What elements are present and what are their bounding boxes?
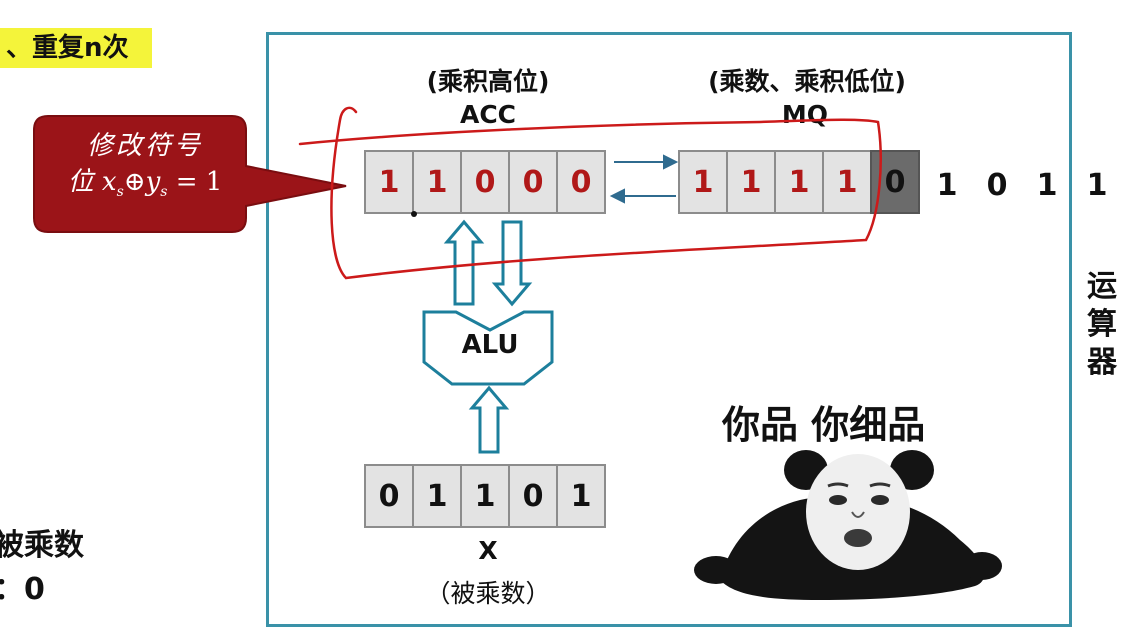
acc-bit: 0 <box>556 150 606 214</box>
x-bit: 1 <box>412 464 462 528</box>
shifted-bit: 1 <box>1036 168 1058 203</box>
callout-bubble <box>33 115 347 233</box>
caption-char: 运 <box>1087 269 1117 304</box>
x-to-alu-arrow <box>468 385 510 454</box>
arithmetic-unit-caption: 运 算 器 <box>1082 268 1122 382</box>
xor-symbol: ⊕ <box>123 167 146 197</box>
x-register: 0 1 1 0 1 <box>364 464 606 528</box>
red-annotation-loop <box>298 106 882 280</box>
mq-bit: 1 <box>678 150 728 214</box>
callout-suffix: = 1 <box>167 167 223 197</box>
step-heading: 、重复n次 <box>0 28 152 68</box>
shifted-bit: 0 <box>986 168 1008 203</box>
left-text-line-2: ：0 <box>0 572 45 607</box>
alu-label: ALU <box>461 330 519 360</box>
caption-char: 器 <box>1087 345 1117 380</box>
mq-bit: 1 <box>774 150 824 214</box>
x-bit: 1 <box>556 464 606 528</box>
meme-caption: 你品 你细品 <box>722 403 926 447</box>
callout-prefix: 位 x <box>67 167 117 197</box>
callout-line-2: 位 xs⊕ys = 1 <box>40 164 250 210</box>
shifted-bit: 1 <box>1086 168 1108 203</box>
panda-meme-face-icon <box>694 450 1002 600</box>
callout-sub-y: s <box>160 184 168 201</box>
acc-name: ACC <box>459 100 517 129</box>
acc-register: 1 1 0 0 0 <box>364 150 606 214</box>
x-name: X <box>478 536 498 565</box>
callout-y: y <box>145 167 161 197</box>
callout-text: 修改符号 位 xs⊕ys = 1 <box>40 128 250 210</box>
x-title: （被乘数） <box>425 579 551 608</box>
left-text-line-1: 被乘数 <box>0 528 84 563</box>
caption-char: 算 <box>1087 307 1117 342</box>
acc-to-alu-arrow <box>491 220 533 307</box>
alu-shape <box>422 310 554 386</box>
shifted-bit: 1 <box>936 168 958 203</box>
marker-dot <box>411 211 417 217</box>
callout-line-1: 修改符号 <box>86 131 203 161</box>
mq-name: MQ <box>781 100 829 129</box>
arithmetic-unit-frame <box>266 32 1072 627</box>
callout-sub-x: s <box>116 184 124 201</box>
transfer-arrows <box>609 154 679 204</box>
alu-to-acc-arrow <box>443 219 485 306</box>
x-bit: 1 <box>460 464 510 528</box>
mq-title: (乘数、乘积低位) <box>708 67 906 96</box>
mq-register: 1 1 1 1 0 <box>678 150 920 214</box>
acc-title: (乘积高位) <box>426 67 550 96</box>
mq-bit-shifted: 0 <box>870 150 920 214</box>
